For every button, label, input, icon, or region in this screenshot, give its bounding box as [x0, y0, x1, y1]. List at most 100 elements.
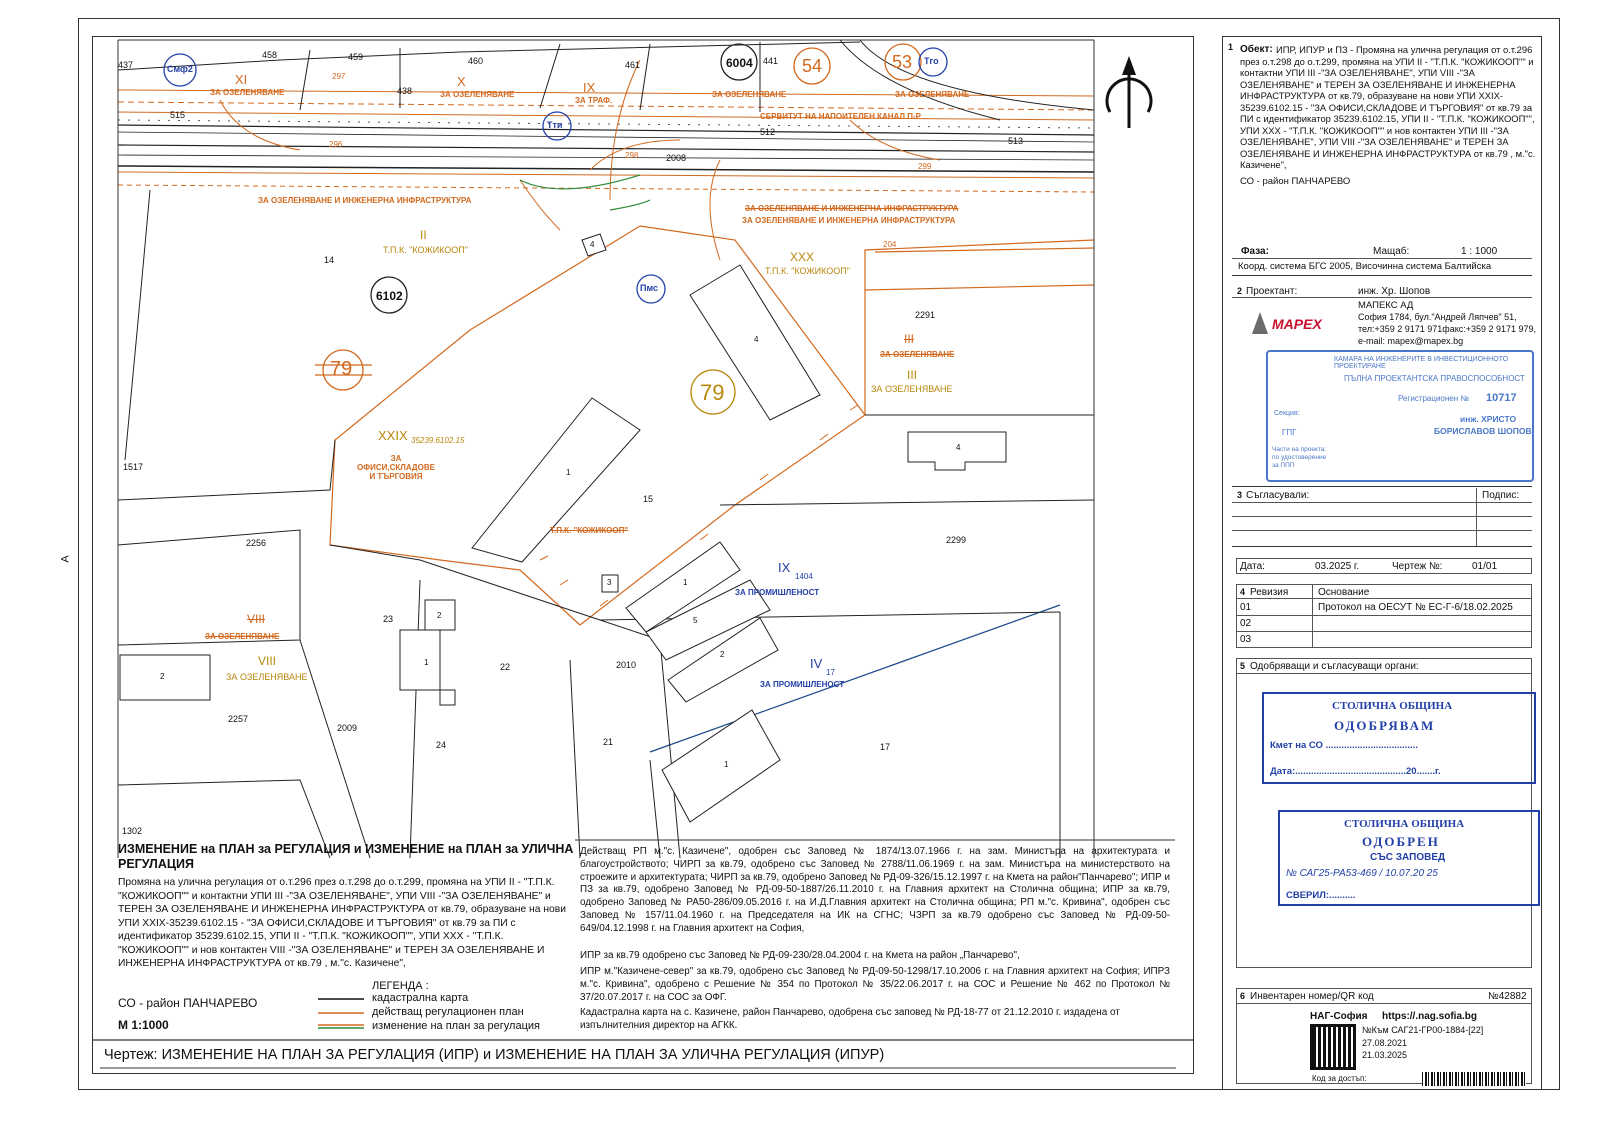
stamp-reg-label: Регистрационен №	[1398, 394, 1469, 403]
date-value: 03.2025 г.	[1315, 561, 1360, 572]
approve1-title: ОДОБРЯВАМ	[1334, 718, 1436, 733]
reference-text-1: Действащ РП м."с. Казичене", одобрен със…	[580, 846, 1170, 934]
strip-label: СЕРВИТУТ НА НАПОИТЕЛЕН КАНАЛ П-Р	[760, 112, 921, 121]
date-row-border	[1236, 558, 1532, 574]
date-label: Дата:	[1240, 561, 1265, 572]
ot-point: 296	[329, 140, 343, 149]
approve2-org: СТОЛИЧНА ОБЩИНА	[1344, 818, 1465, 830]
parcel-label: 21	[603, 737, 614, 747]
approve-stamp-1: СТОЛИЧНА ОБЩИНА ОДОБРЯВАМ Кмет на СО ...…	[1262, 692, 1536, 784]
revision-col-line	[1312, 584, 1313, 648]
drawing-title: Чертеж: ИЗМЕНЕНИЕ НА ПЛАН ЗА РЕГУЛАЦИЯ (…	[104, 1047, 885, 1063]
building-floors: 4	[754, 335, 759, 344]
block-number: 54	[802, 56, 823, 76]
parcel-label: 2256	[246, 538, 267, 548]
plot-name: ЗА ОЗЕЛЕНЯВАНЕ	[871, 384, 953, 394]
node-label: Пмс	[640, 283, 659, 293]
strip-label: ЗА ОЗЕЛЕНЯВАНЕ И ИНЖЕНЕРНА ИНФРАСТРУКТУР…	[742, 216, 956, 225]
company-email: e-mail: mapex@mapex.bg	[1358, 336, 1464, 346]
company-phone: тел:+359 2 9171 971факс:+359 2 9171 979,	[1358, 324, 1537, 334]
building-floors: 4	[590, 240, 595, 249]
building-floors: 2	[437, 611, 442, 620]
plot-number: X	[457, 74, 466, 89]
plot-number-crossed: III	[904, 332, 915, 346]
drawing-no-label: Чертеж №:	[1392, 561, 1443, 572]
parcel-label: 515	[170, 110, 186, 120]
inventory-label: Инвентарен номер/QR код	[1250, 991, 1374, 1002]
node-label: Смф2	[167, 64, 193, 74]
plot-name: Т.П.К. "КОЖИКООП"	[765, 266, 850, 276]
stamp-name1: инж. ХРИСТО	[1460, 414, 1517, 424]
revision-basis: Протокол на ОЕСУТ № ЕС-Г-6/18.02.2025	[1318, 602, 1513, 613]
plot-sub: 17	[826, 668, 835, 677]
plot-name: Т.П.К. "КОЖИКООП"	[383, 245, 468, 255]
stamp-parts-label: Части на проекта: по удостоверение за ПП…	[1272, 446, 1327, 469]
parcel-label: 2009	[337, 723, 358, 733]
outer-border	[78, 18, 1560, 1090]
inventory-box	[1236, 988, 1532, 1084]
building-floors: 5	[693, 616, 698, 625]
revision-table	[1236, 584, 1532, 648]
designer-label: Проектант:	[1246, 286, 1298, 297]
agreed-row-line	[1232, 502, 1532, 503]
strip-label: ЗА ОЗЕЛЕНЯВАНЕ И ИНЖЕНЕРНА ИНФРАСТРУКТУР…	[745, 204, 959, 213]
ot-point: 299	[918, 162, 932, 171]
approve2-check: СВЕРИЛ:..........	[1286, 890, 1356, 901]
strip-label: ЗА ОЗЕЛЕНЯВАНЕ	[895, 90, 970, 99]
approve2-order: № САГ25-РА53-469 / 10.07.20 25	[1286, 868, 1438, 879]
agreed-col-line	[1476, 488, 1477, 546]
parcel-label: 2299	[946, 535, 967, 545]
legend-item-cadastral: кадастрална карта	[372, 992, 469, 1004]
parcel-label: 23	[383, 614, 394, 624]
stamp-section: ГПГ	[1282, 428, 1297, 437]
section-number: 5	[1240, 661, 1246, 671]
organs-box	[1236, 658, 1532, 968]
reference-text-2: ИПР за кв.79 одобрено със Заповед № РД-0…	[580, 950, 1020, 961]
block-circles	[163, 43, 948, 415]
parcel-label: 441	[763, 56, 779, 66]
plot-name: ЗА ПРОМИШЛЕНОСТ	[760, 680, 845, 689]
north-arrow	[1105, 56, 1153, 128]
revision-row-line	[1236, 615, 1532, 616]
agreed-row-line	[1232, 516, 1532, 517]
approve1-mayor: Кмет на СО .............................…	[1270, 740, 1418, 751]
inventory-no: №42882	[1488, 991, 1527, 1002]
nag-ref: №Към САГ21-ГР00-1884-[22]	[1362, 1025, 1484, 1035]
parcel-label: 2010	[616, 660, 637, 670]
parcel-label: 17	[880, 742, 891, 752]
block-number-crossed: 79	[330, 358, 353, 380]
building-floors: 1	[566, 468, 571, 477]
revision-row-line	[1236, 631, 1532, 632]
plot-number: IX	[583, 80, 596, 95]
parcel-label: 459	[348, 52, 364, 62]
parcel-label: 14	[324, 255, 335, 265]
plot-name-crossed: ЗА ОЗЕЛЕНЯВАНЕ	[880, 350, 955, 359]
section-number: 3	[1237, 490, 1243, 500]
plot-ident: 35239.6102.15	[411, 436, 465, 445]
building-floors: 4	[956, 443, 961, 452]
company-name: МАПЕКС АД	[1358, 300, 1414, 311]
organs-row-line	[1236, 673, 1532, 674]
strip-label: ЗА ОЗЕЛЕНЯВАНЕ И ИНЖЕНЕРНА ИНФРАСТРУКТУР…	[258, 196, 472, 205]
plot-name: ЗА ПРОМИШЛЕНОСТ	[735, 588, 820, 597]
plot-name: ЗА ОФИСИ,СКЛАДОВЕ И ТЪРГОВИЯ	[357, 454, 435, 481]
object-label: Обект:	[1240, 44, 1273, 55]
side-panel-frame	[1222, 36, 1542, 1090]
plot-number: XI	[235, 72, 248, 87]
ot-point: 204	[883, 240, 897, 249]
building-floors: 2	[720, 650, 725, 659]
designer-name: инж. Хр. Шопов	[1358, 286, 1431, 297]
parcel-label: 2257	[228, 714, 249, 724]
stamp-name2: БОРИСЛАВОВ ШОПОВ	[1434, 426, 1532, 436]
barcode-icon	[1422, 1072, 1526, 1086]
plot-number: VIII	[258, 654, 277, 668]
parcel-label: 2291	[915, 310, 936, 320]
section-divider	[1232, 275, 1532, 276]
scale-label: Мащаб:	[1373, 246, 1410, 257]
parcel-label: 458	[262, 50, 278, 60]
plan-heading: ИЗМЕНЕНИЕ на ПЛАН за РЕГУЛАЦИЯ и ИЗМЕНЕН…	[118, 842, 574, 871]
phase-label: Фаза:	[1241, 246, 1269, 257]
stamp-line1: КАМАРА НА ИНЖЕНЕРИТЕ В ИНВЕСТИЦИОННОТО П…	[1334, 356, 1509, 370]
approve2-sub: СЪС ЗАПОВЕД	[1370, 852, 1446, 863]
